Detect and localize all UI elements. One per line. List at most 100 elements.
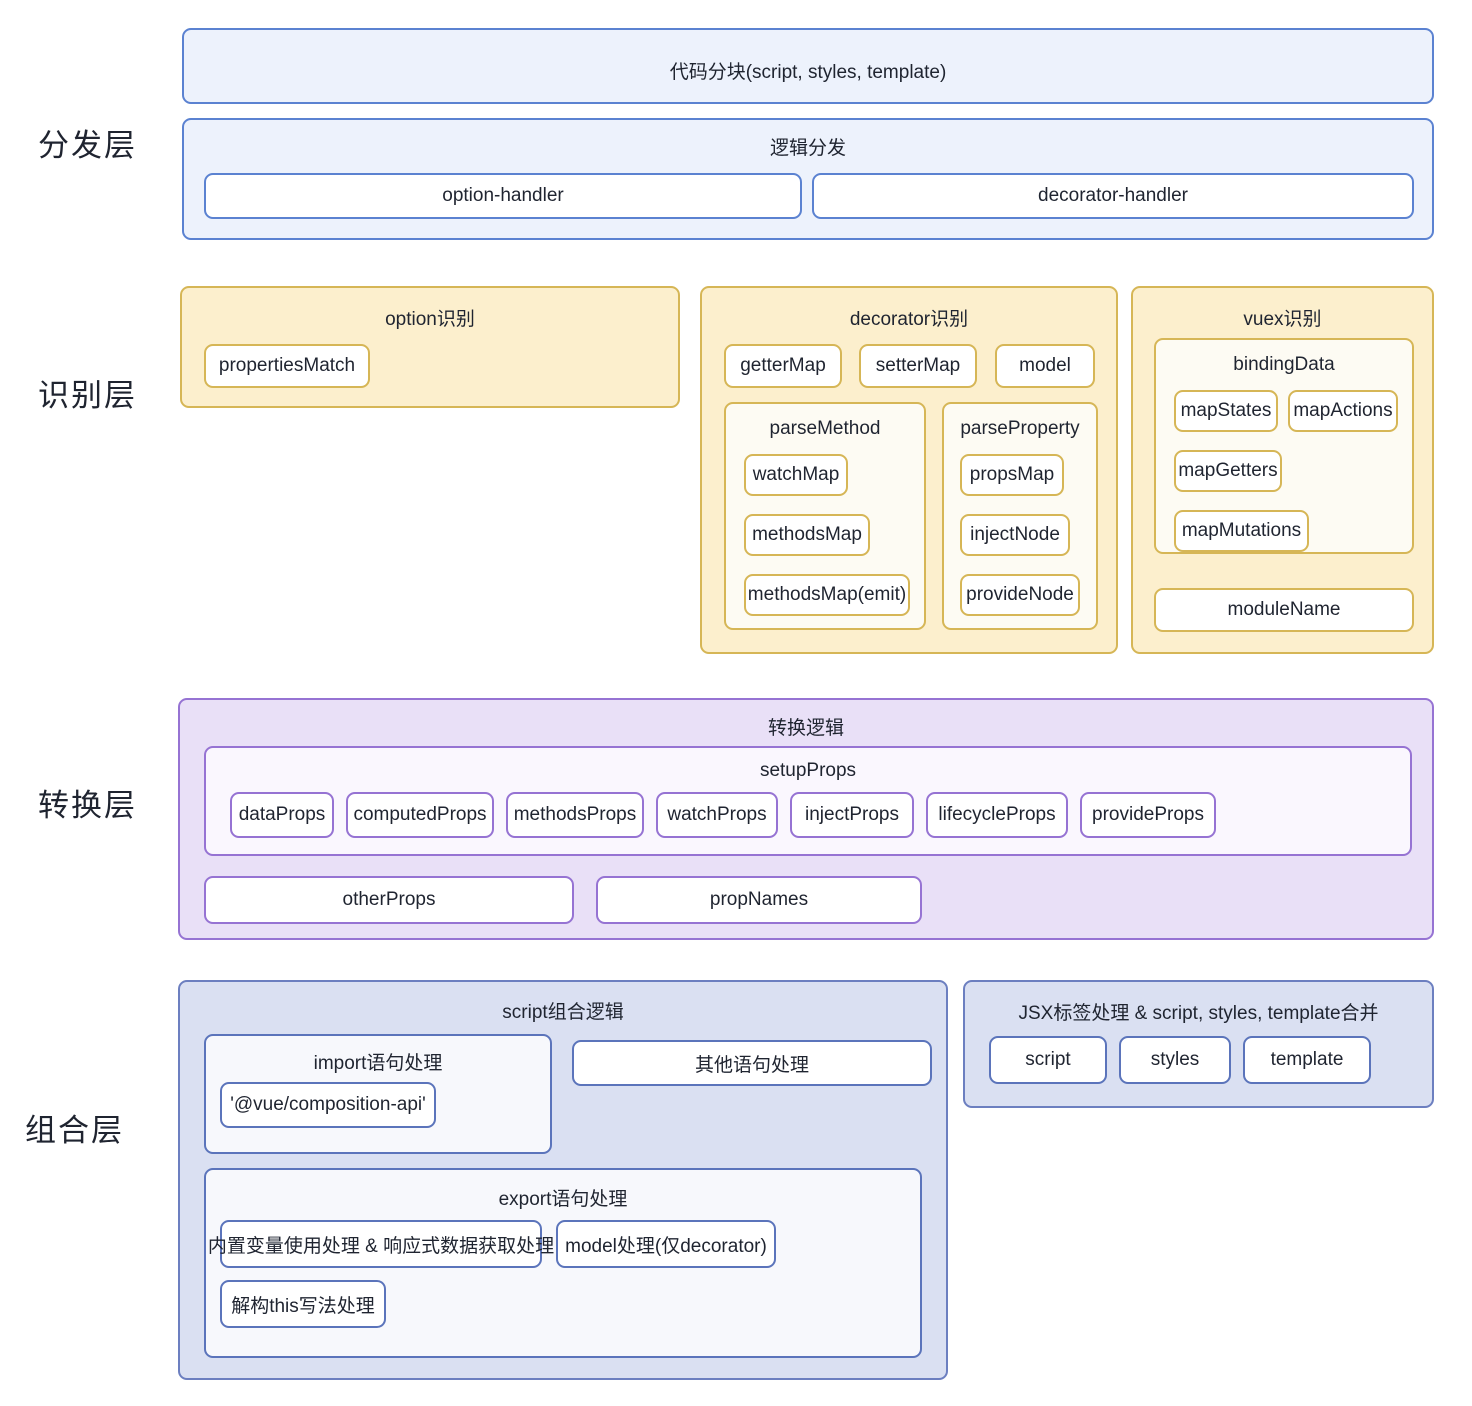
- layer-label-dispatch: 分发层: [38, 128, 137, 163]
- code-split-label: 代码分块(script, styles, template): [669, 62, 947, 83]
- decorator-recognition-box: decorator识别 getterMap setterMap model pa…: [700, 286, 1118, 654]
- watch-map-box[interactable]: watchMap: [744, 454, 848, 496]
- styles-tag-label: styles: [1150, 1049, 1200, 1070]
- watch-props-box[interactable]: watchProps: [656, 792, 778, 838]
- prop-names-label: propNames: [709, 889, 809, 910]
- decorator-handler-label: decorator-handler: [1038, 185, 1188, 206]
- option-handler-box[interactable]: option-handler: [204, 173, 802, 219]
- properties-match-label: propertiesMatch: [218, 355, 356, 376]
- styles-tag-box[interactable]: styles: [1119, 1036, 1231, 1084]
- map-getters-label: mapGetters: [1178, 460, 1278, 481]
- map-states-label: mapStates: [1180, 400, 1272, 421]
- other-statements-label: 其他语句处理: [694, 1054, 809, 1076]
- decorator-recognition-title: decorator识别: [849, 309, 969, 330]
- option-recognition-title: option识别: [385, 309, 475, 330]
- composition-api-label: '@vue/composition-api': [230, 1094, 426, 1115]
- vuex-recognition-title: vuex识别: [1243, 309, 1322, 330]
- destructure-this-box[interactable]: 解构this写法处理: [220, 1280, 386, 1328]
- methods-map-label: methodsMap: [752, 524, 862, 545]
- script-tag-box[interactable]: script: [989, 1036, 1107, 1084]
- map-mutations-box[interactable]: mapMutations: [1174, 510, 1309, 552]
- inject-node-box[interactable]: injectNode: [960, 514, 1070, 556]
- setter-map-box[interactable]: setterMap: [859, 344, 977, 388]
- option-recognition-box: option识别 propertiesMatch: [180, 286, 680, 408]
- watch-map-label: watchMap: [752, 464, 840, 485]
- builtin-var-reactive-box[interactable]: 内置变量使用处理 & 响应式数据获取处理: [208, 1220, 554, 1268]
- lifecycle-props-box[interactable]: lifecycleProps: [926, 792, 1068, 838]
- transform-logic-box: 转换逻辑 setupProps dataProps computedProps …: [178, 698, 1434, 940]
- module-name-box[interactable]: moduleName: [1154, 588, 1414, 632]
- script-compose-title: script组合逻辑: [502, 1002, 624, 1023]
- data-props-label: dataProps: [238, 804, 326, 825]
- logic-dispatch-title: 逻辑分发: [769, 138, 846, 159]
- layer-label-recognition: 识别层: [38, 378, 137, 413]
- script-compose-box: script组合逻辑 import语句处理 '@vue/composition-…: [178, 980, 948, 1380]
- map-mutations-label: mapMutations: [1181, 520, 1302, 541]
- script-tag-label: script: [1025, 1049, 1071, 1070]
- map-actions-label: mapActions: [1293, 400, 1393, 421]
- option-handler-label: option-handler: [442, 185, 564, 206]
- model-label: model: [1019, 355, 1071, 376]
- props-map-label: propsMap: [969, 464, 1055, 485]
- map-states-box[interactable]: mapStates: [1174, 390, 1278, 432]
- computed-props-label: computedProps: [353, 804, 487, 825]
- getter-map-label: getterMap: [740, 355, 826, 376]
- jsx-merge-title: JSX标签处理 & script, styles, template合并: [1018, 1003, 1379, 1024]
- lifecycle-props-label: lifecycleProps: [938, 804, 1056, 825]
- provide-node-box[interactable]: provideNode: [960, 574, 1080, 616]
- methods-map-emit-box[interactable]: methodsMap(emit): [744, 574, 910, 616]
- vuex-recognition-box: vuex识别 bindingData mapStates mapActions …: [1131, 286, 1434, 654]
- model-handling-label: model处理(仅decorator): [565, 1235, 767, 1257]
- methods-props-box[interactable]: methodsProps: [506, 792, 644, 838]
- jsx-merge-box: JSX标签处理 & script, styles, template合并 scr…: [963, 980, 1434, 1108]
- getter-map-box[interactable]: getterMap: [724, 344, 842, 388]
- model-handling-box[interactable]: model处理(仅decorator): [556, 1220, 776, 1268]
- composition-api-box[interactable]: '@vue/composition-api': [220, 1082, 436, 1128]
- watch-props-label: watchProps: [667, 804, 767, 825]
- model-box[interactable]: model: [995, 344, 1095, 388]
- other-statements-box[interactable]: 其他语句处理: [572, 1040, 932, 1086]
- parse-property-title: parseProperty: [960, 418, 1080, 439]
- binding-data-title: bindingData: [1233, 354, 1335, 375]
- data-props-box[interactable]: dataProps: [230, 792, 334, 838]
- props-map-box[interactable]: propsMap: [960, 454, 1064, 496]
- map-actions-box[interactable]: mapActions: [1288, 390, 1398, 432]
- destructure-this-label: 解构this写法处理: [231, 1295, 375, 1317]
- inject-props-box[interactable]: injectProps: [790, 792, 914, 838]
- import-statement-box: import语句处理 '@vue/composition-api': [204, 1034, 552, 1154]
- logic-dispatch-box: 逻辑分发 option-handler decorator-handler: [182, 118, 1434, 240]
- setter-map-label: setterMap: [875, 355, 961, 376]
- template-tag-box[interactable]: template: [1243, 1036, 1371, 1084]
- parse-method-box: parseMethod watchMap methodsMap methodsM…: [724, 402, 926, 630]
- code-split-box: 代码分块(script, styles, template): [182, 28, 1434, 104]
- template-tag-label: template: [1270, 1049, 1344, 1070]
- decorator-handler-box[interactable]: decorator-handler: [812, 173, 1414, 219]
- provide-node-label: provideNode: [966, 584, 1074, 605]
- export-statement-box: export语句处理 内置变量使用处理 & 响应式数据获取处理 model处理(…: [204, 1168, 922, 1358]
- import-statement-title: import语句处理: [313, 1053, 443, 1074]
- builtin-var-reactive-label: 内置变量使用处理 & 响应式数据获取处理: [207, 1235, 555, 1257]
- properties-match-box[interactable]: propertiesMatch: [204, 344, 370, 388]
- computed-props-box[interactable]: computedProps: [346, 792, 494, 838]
- layer-label-compose: 组合层: [25, 1113, 124, 1148]
- parse-method-title: parseMethod: [769, 418, 881, 439]
- other-props-box[interactable]: otherProps: [204, 876, 574, 924]
- setup-props-title: setupProps: [759, 760, 857, 781]
- methods-props-label: methodsProps: [513, 804, 637, 825]
- methods-map-box[interactable]: methodsMap: [744, 514, 870, 556]
- parse-property-box: parseProperty propsMap injectNode provid…: [942, 402, 1098, 630]
- provide-props-box[interactable]: provideProps: [1080, 792, 1216, 838]
- export-statement-title: export语句处理: [498, 1189, 628, 1210]
- inject-node-label: injectNode: [970, 524, 1060, 545]
- layer-label-transform: 转换层: [38, 788, 137, 823]
- map-getters-box[interactable]: mapGetters: [1174, 450, 1282, 492]
- module-name-label: moduleName: [1227, 599, 1341, 620]
- binding-data-box: bindingData mapStates mapActions mapGett…: [1154, 338, 1414, 554]
- transform-logic-title: 转换逻辑: [767, 718, 844, 739]
- other-props-label: otherProps: [342, 889, 436, 910]
- prop-names-box[interactable]: propNames: [596, 876, 922, 924]
- methods-map-emit-label: methodsMap(emit): [747, 584, 907, 605]
- inject-props-label: injectProps: [805, 804, 899, 825]
- provide-props-label: provideProps: [1092, 804, 1204, 825]
